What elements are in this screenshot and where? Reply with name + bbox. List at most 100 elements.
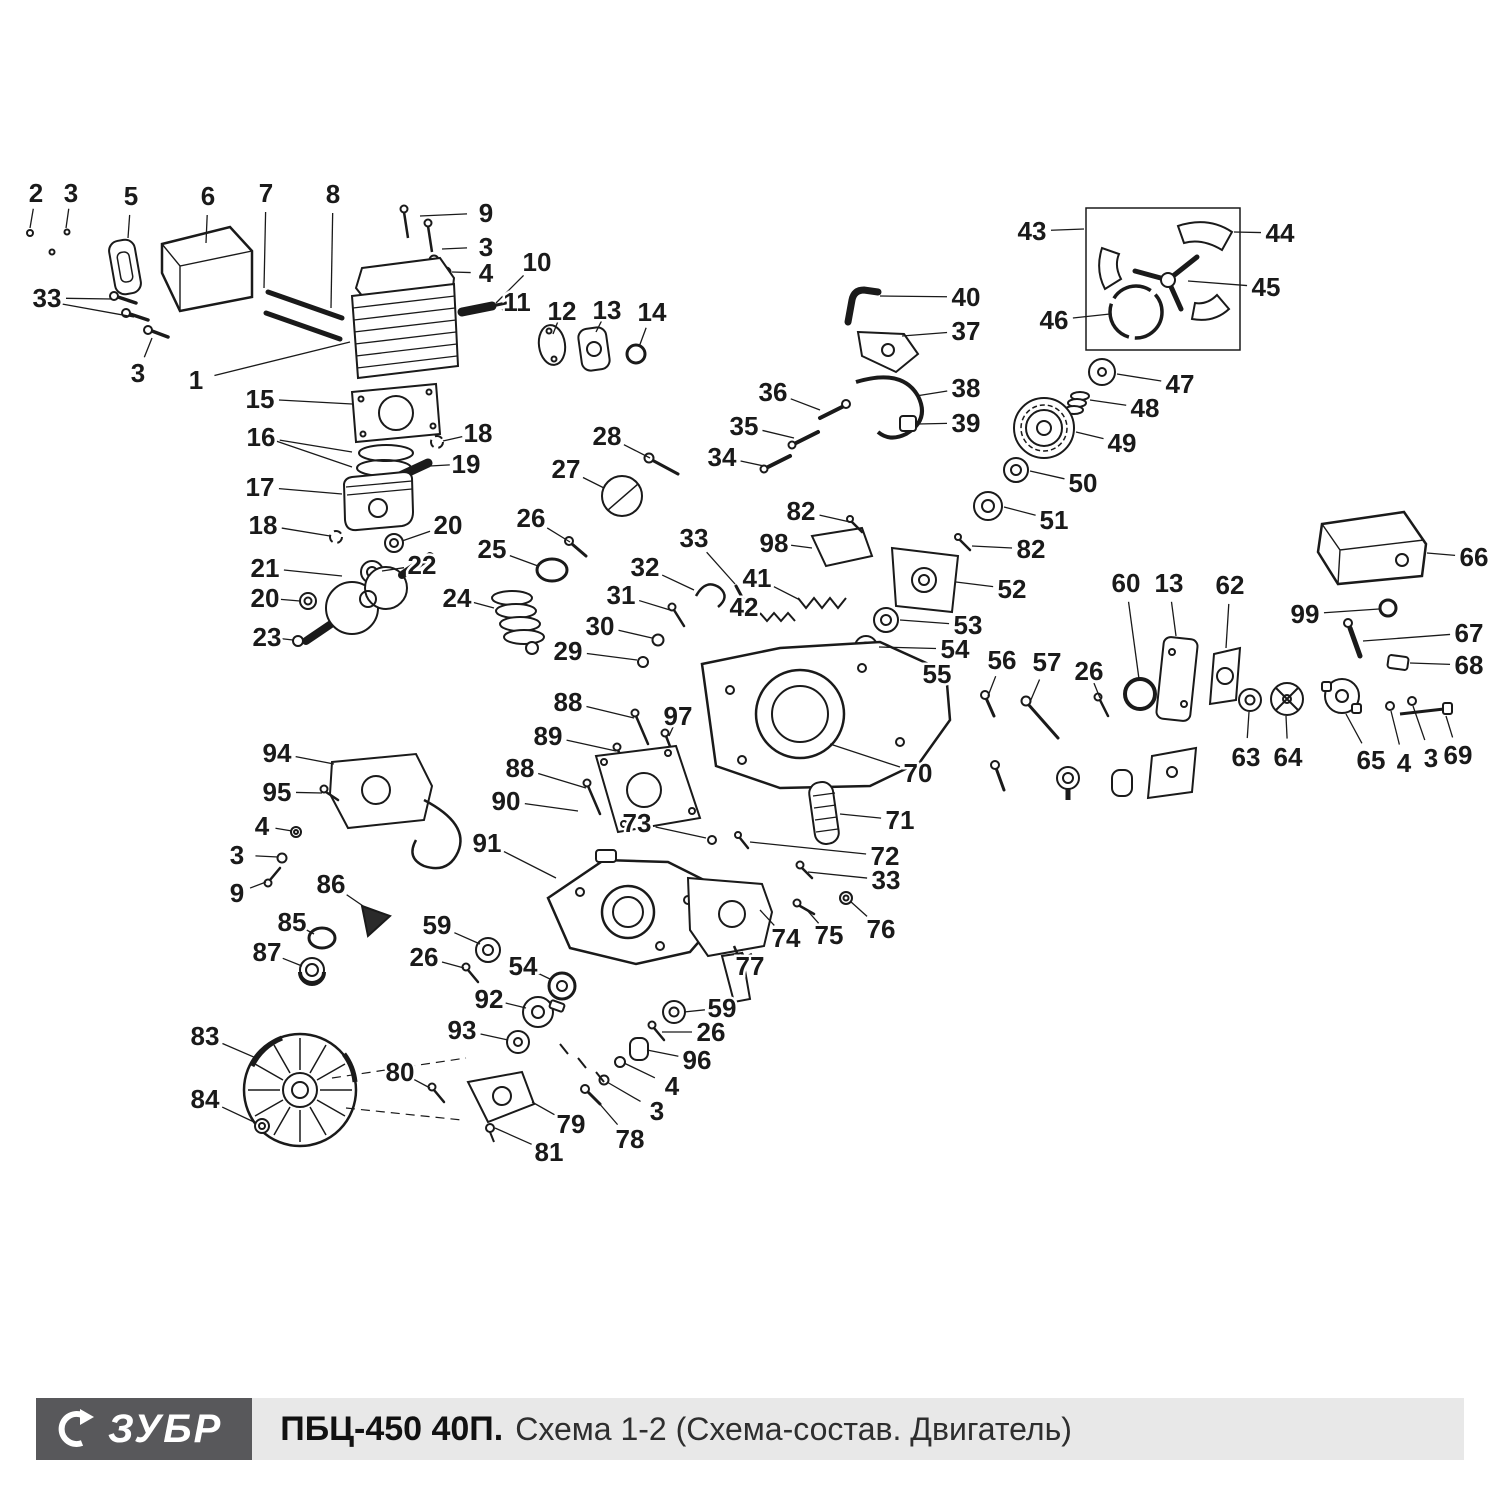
screw-3-c-head [143, 325, 153, 335]
pump-65-tab-a [1321, 681, 1332, 692]
screw-3-c [150, 329, 170, 339]
leader-line [503, 851, 557, 879]
leader-line [899, 619, 950, 625]
leader-line [606, 1081, 641, 1103]
screw-33-d-head [795, 860, 805, 870]
leader-line [1029, 470, 1065, 480]
screw-3-a [48, 248, 56, 256]
bearing-53 [873, 607, 899, 633]
leader-line [295, 791, 323, 794]
rod-34-end [759, 464, 769, 474]
leader-line [762, 429, 795, 439]
leader-line [805, 908, 820, 924]
part-label-67: 67 [1455, 618, 1484, 648]
footer-title: ПБЦ-450 40П. Схема 1-2 (Схема-состав. Дв… [280, 1398, 1072, 1460]
crankcase-91-bolt-c [655, 941, 665, 951]
grommet-96-b [629, 1037, 649, 1061]
leader-line [1075, 431, 1104, 440]
part-label-26: 26 [697, 1017, 726, 1047]
leader-line [330, 212, 334, 309]
leader-line [807, 871, 868, 879]
washer-20-a-hole [389, 538, 399, 548]
part-label-7: 7 [259, 178, 273, 208]
model-name: ПБЦ-450 40П. [280, 1409, 504, 1448]
brake-band-38 [855, 375, 924, 440]
part-label-35: 35 [730, 411, 759, 441]
leader-line [301, 926, 315, 935]
screw-33-a-head [109, 291, 119, 301]
part-label-85: 85 [278, 907, 307, 937]
fastener-row [559, 1043, 605, 1083]
part-label-37: 37 [952, 316, 981, 346]
bolt-78-head [580, 1084, 590, 1094]
part-label-49: 49 [1108, 428, 1137, 458]
washer-50 [1003, 457, 1029, 483]
leader-line [586, 705, 635, 719]
oil-tank-66 [1316, 510, 1428, 586]
leader-line [741, 951, 747, 961]
part-label-5: 5 [124, 181, 138, 211]
part-label-64: 64 [1274, 742, 1303, 772]
leader-line [537, 772, 587, 789]
part-label-36: 36 [759, 377, 788, 407]
part-label-71: 71 [886, 805, 915, 835]
bearing-59-b-hole [482, 944, 494, 956]
crankcase-70-bolt-c [895, 737, 905, 747]
leader-line [955, 581, 994, 588]
bolt-57-head [1020, 695, 1032, 707]
bolt-28 [650, 458, 680, 476]
bolt-31-head [667, 602, 677, 612]
part-label-81: 81 [535, 1137, 564, 1167]
leader-line [586, 652, 638, 661]
part-label-55: 55 [923, 659, 952, 689]
part-label-31: 31 [607, 580, 636, 610]
leader-line [454, 932, 481, 945]
leader-line [791, 544, 813, 549]
leader-line [740, 460, 765, 467]
leader-line [638, 327, 647, 348]
part-label-98: 98 [760, 528, 789, 558]
leader-line [566, 739, 617, 752]
clutch-spider-hub [1160, 272, 1176, 288]
leader-line [282, 957, 303, 967]
rod-34 [764, 454, 792, 470]
clutch-shoe-bottom [1190, 293, 1231, 321]
part-label-45: 45 [1252, 272, 1281, 302]
leader-line [917, 422, 948, 425]
leader-line [1323, 608, 1380, 614]
brake-lever-37 [856, 330, 920, 374]
part-label-4: 4 [1397, 748, 1412, 778]
bearing-53-hole [880, 614, 892, 626]
flange-13 [577, 326, 611, 372]
leader-line [127, 214, 131, 239]
collar-87-arc [298, 971, 326, 986]
part-label-18: 18 [249, 510, 278, 540]
stud-88-b [586, 784, 602, 816]
screw-2 [26, 229, 34, 237]
leader-line [283, 569, 343, 577]
crankcase-91-bolt-a [575, 887, 585, 897]
leader-line [1003, 506, 1036, 516]
part-label-13: 13 [1155, 568, 1184, 598]
crank-pin [359, 590, 377, 608]
leader-line [429, 464, 450, 467]
part-label-91: 91 [473, 828, 502, 858]
part-label-97: 97 [664, 701, 693, 731]
part-label-69: 69 [1444, 740, 1473, 770]
clip-77 [732, 945, 753, 962]
crankcase-70-bolt-a [725, 685, 735, 695]
leader-line [1412, 705, 1426, 741]
ring-14 [625, 343, 647, 365]
washer-47 [1088, 358, 1116, 386]
part-label-8: 8 [326, 179, 340, 209]
leader-line [849, 900, 868, 917]
part-label-72: 72 [871, 841, 900, 871]
case-74-arm [720, 951, 752, 1004]
axis-dashed-a [331, 1057, 467, 1079]
leader-line [442, 435, 463, 442]
nut-84 [254, 1118, 270, 1134]
gasket-5 [108, 238, 142, 296]
crankcase-91-tab [595, 849, 617, 863]
part-label-96: 96 [683, 1045, 712, 1075]
leader-line [1362, 633, 1451, 642]
